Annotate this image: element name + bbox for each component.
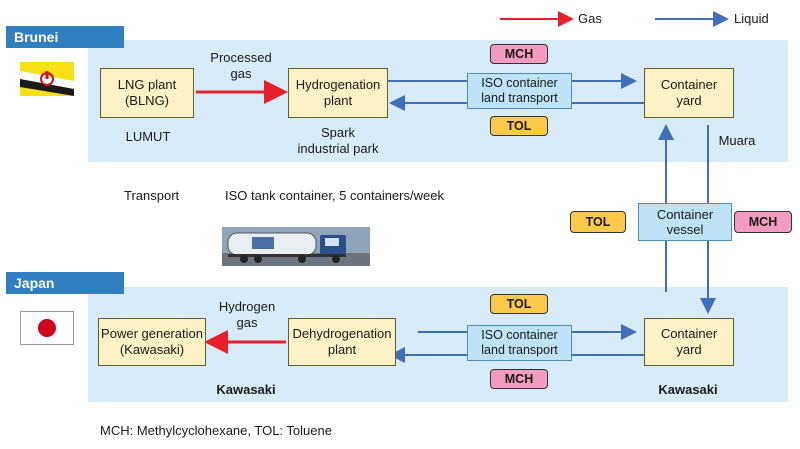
brunei-tag: Brunei: [6, 26, 124, 48]
japan-tag: Japan: [6, 272, 124, 294]
kawasaki-right-label: Kawasaki: [658, 382, 718, 397]
japan-iso-container-node: ISO container land transport: [467, 325, 572, 361]
brunei-flag-icon: [20, 62, 74, 96]
muara-label: Muara: [718, 133, 756, 148]
truck-photo: [222, 227, 370, 266]
japan-flag-icon: [20, 311, 74, 345]
legend-gas-label: Gas: [578, 11, 602, 26]
processed-gas-label: Processed gas: [210, 50, 272, 81]
legend-liquid-label: Liquid: [734, 11, 769, 26]
japan-tol-pill: TOL: [490, 294, 548, 314]
transport-label: Transport: [124, 188, 180, 203]
lumut-label: LUMUT: [125, 129, 171, 144]
hydrogenation-plant-node: Hydrogenation plant: [288, 68, 388, 118]
container-vessel-node: Container vessel: [638, 203, 732, 241]
brunei-tol-pill: TOL: [490, 116, 548, 136]
brunei-mch-pill: MCH: [490, 44, 548, 64]
dehydrogenation-plant-node: Dehydrogenation plant: [288, 318, 396, 366]
power-generation-node: Power generation (Kawasaki): [98, 318, 206, 366]
footnote: MCH: Methylcyclohexane, TOL: Toluene: [100, 423, 332, 438]
japan-mch-pill: MCH: [490, 369, 548, 389]
brunei-iso-container-node: ISO container land transport: [467, 73, 572, 109]
vessel-mch-pill: MCH: [734, 211, 792, 233]
brunei-container-yard-node: Container yard: [644, 68, 734, 118]
transport-description: ISO tank container, 5 containers/week: [225, 188, 444, 203]
hydrogen-gas-label: Hydrogen gas: [218, 299, 276, 330]
vessel-tol-pill: TOL: [570, 211, 626, 233]
kawasaki-left-label: Kawasaki: [216, 382, 276, 397]
lng-plant-node: LNG plant (BLNG): [100, 68, 194, 118]
spark-industrial-park-label: Spark industrial park: [297, 125, 379, 156]
japan-container-yard-node: Container yard: [644, 318, 734, 366]
